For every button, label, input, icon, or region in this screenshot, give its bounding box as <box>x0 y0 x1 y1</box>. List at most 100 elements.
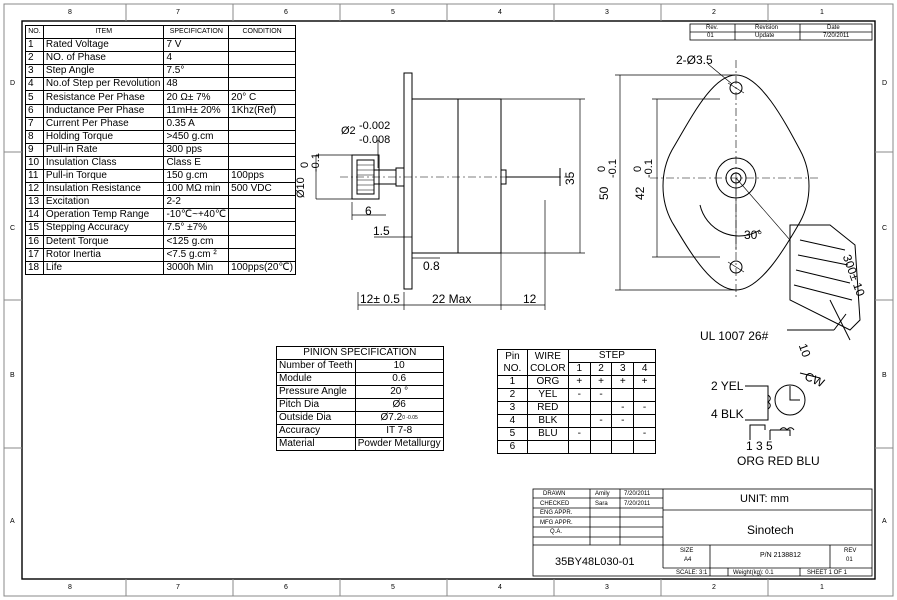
spec-cell: Insulation Class <box>42 155 165 171</box>
spec-cell: 150 g.cm <box>163 169 230 184</box>
checked-date: 7/20/2011 <box>624 501 651 507</box>
shaft-tol-upper: -0.002 <box>359 120 391 132</box>
angle-label: 30° <box>744 228 763 242</box>
part-number: P/N 2138812 <box>760 552 801 559</box>
spec-cell: 13 <box>25 195 44 210</box>
spec-cell: 500 VDC <box>228 182 296 197</box>
zone-bottom-8: 8 <box>68 584 72 591</box>
zone-top-1: 1 <box>820 9 824 16</box>
wire-cell: - <box>589 388 613 402</box>
pinion-value-text: Powder Metallurgy <box>357 438 441 450</box>
spec-cell: 1Khz(Ref) <box>228 103 296 118</box>
wire-cell: + <box>567 375 591 389</box>
zone-left-b: B <box>10 372 15 379</box>
spec-cell: 20° C <box>228 90 296 105</box>
spec-cell: 18 <box>25 260 44 275</box>
zone-bottom-7: 7 <box>176 584 180 591</box>
pinion-value: Ø7.20 -0.05 <box>354 411 444 425</box>
zone-bottom-2: 2 <box>712 584 716 591</box>
spec-cell: 300 pps <box>163 142 230 157</box>
zone-left-d: D <box>10 80 16 87</box>
wire-header-line2: COLOR <box>530 362 566 374</box>
revision-header-rev: Rev. <box>706 25 718 31</box>
schematic-blk: 4 BLK <box>711 407 744 421</box>
spec-cell: 11 <box>25 169 44 184</box>
outside-dia-tolerance: 0 -0.05 <box>402 415 418 421</box>
wire-cell: BLK <box>526 414 569 428</box>
pinion-tol-lower: -0.1 <box>310 153 322 172</box>
spec-cell: 15 <box>25 221 44 236</box>
size-label: SIZE <box>680 548 694 554</box>
shaft-tol-lower: -0.008 <box>359 134 391 146</box>
spec-cell <box>228 51 296 66</box>
holes-label: 2-Ø3.5 <box>676 53 713 67</box>
spec-header-cell: NO. <box>25 24 44 40</box>
scale-label: SCALE: 3:1 <box>676 570 708 576</box>
dim-12-tol: 12± 0.5 <box>360 292 400 306</box>
pinion-param: Pressure Angle <box>276 385 356 399</box>
spec-cell: 17 <box>25 247 44 262</box>
spec-cell: 100pps(20℃) <box>228 260 296 275</box>
spec-cell: 5 <box>25 90 44 105</box>
body-dia: 42 <box>633 186 647 200</box>
spec-cell <box>228 38 296 53</box>
spec-cell: Rotor Inertia <box>42 247 165 262</box>
wire-cell <box>611 440 635 454</box>
step-number: 2 <box>589 362 613 376</box>
spec-cell: 1 <box>25 38 44 53</box>
wire-cell <box>589 440 613 454</box>
rev-label: REV <box>844 548 857 554</box>
revision-number: 01 <box>707 33 714 39</box>
zone-top-7: 7 <box>176 9 180 16</box>
zone-top-3: 3 <box>605 9 609 16</box>
pinion-title: PINION SPECIFICATION <box>276 346 444 360</box>
pinion-value: 0.6 <box>354 372 444 386</box>
zone-left-a: A <box>10 518 15 525</box>
pinion-row: Number of Teeth 10 <box>276 359 444 373</box>
pinion-value-text: IT 7-8 <box>386 425 413 437</box>
step-number: 3 <box>611 362 635 376</box>
schematic-pins: 1 3 5 <box>746 439 773 453</box>
wire-cell: 3 <box>497 401 528 415</box>
zone-top-8: 8 <box>68 9 72 16</box>
revision-date: 7/20/2011 <box>823 33 850 39</box>
zone-top-5: 5 <box>391 9 395 16</box>
spec-cell: Detent Torque <box>42 234 165 249</box>
dim-0-8: 0.8 <box>423 259 440 273</box>
wire-cell: - <box>589 414 613 428</box>
spec-cell: 100 MΩ min <box>163 182 230 197</box>
zone-right-a: A <box>882 518 887 525</box>
drawn-label: DRAWN <box>543 491 566 497</box>
pinion-param: Number of Teeth <box>276 359 356 373</box>
dim-12: 12 <box>523 292 537 306</box>
wire-cell: 5 <box>497 427 528 441</box>
part-name: 35BY48L030-01 <box>555 556 635 568</box>
spec-header-cell: ITEM <box>42 24 165 40</box>
pinion-dia-label: Ø10 <box>295 177 307 198</box>
mfg-appr-label: MFG APPR. <box>540 520 573 526</box>
unit-label: UNIT: mm <box>740 493 789 505</box>
spec-cell: Stepping Accuracy <box>42 221 165 236</box>
checked-label: CHECKED <box>540 501 570 507</box>
wire-cell <box>633 440 656 454</box>
wire-cell: BLU <box>526 427 569 441</box>
outer-dia: 50 <box>597 186 611 200</box>
spec-cell: 7.5° <box>163 64 230 79</box>
zone-bottom-1: 1 <box>820 584 824 591</box>
pinion-value: IT 7-8 <box>354 424 444 438</box>
pinion-value-text: 10 <box>393 360 405 372</box>
